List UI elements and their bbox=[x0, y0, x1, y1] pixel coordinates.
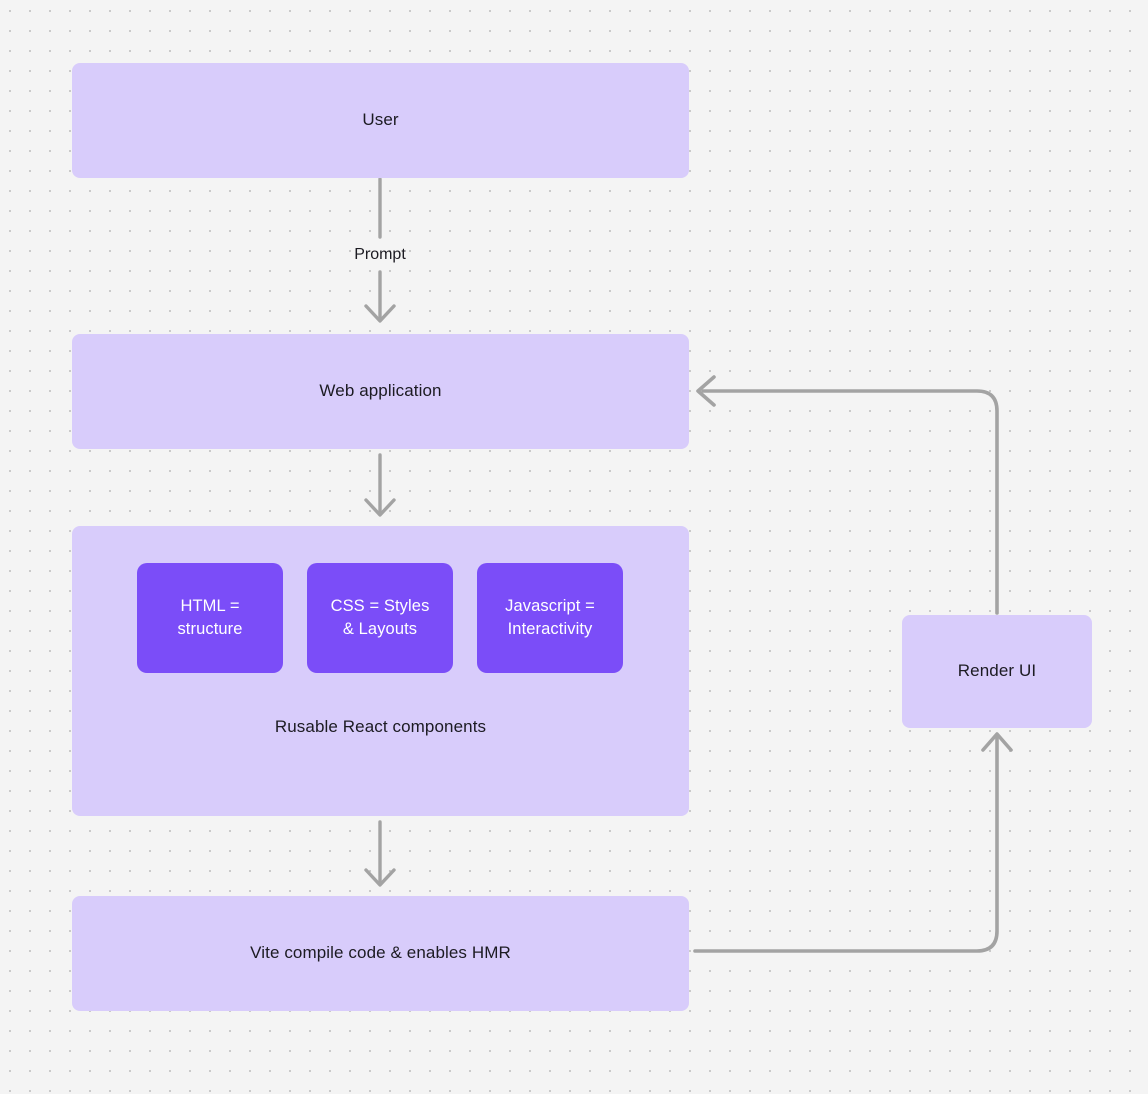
inner-box-html-line2: structure bbox=[177, 620, 243, 638]
inner-box-css[interactable]: CSS = Styles & Layouts bbox=[307, 563, 453, 673]
inner-box-html-line1: HTML = bbox=[180, 596, 240, 615]
inner-box-javascript-line1: Javascript = bbox=[505, 596, 595, 615]
edge-render-ui-to-webapp bbox=[696, 375, 999, 615]
inner-box-javascript-line2: Interactivity bbox=[507, 620, 593, 638]
react-components-caption: Rusable React components bbox=[274, 717, 487, 736]
node-vite[interactable]: Vite compile code & enables HMR bbox=[72, 896, 689, 1011]
edge-label-prompt: Prompt bbox=[354, 246, 406, 263]
node-user[interactable]: User bbox=[72, 63, 689, 178]
inner-box-row: HTML = structure CSS = Styles & Layouts … bbox=[137, 563, 624, 673]
edge-components-to-vite bbox=[364, 820, 396, 887]
inner-box-css-line2: & Layouts bbox=[342, 620, 418, 638]
node-render-ui-label: Render UI bbox=[957, 661, 1037, 681]
inner-box-css-line1: CSS = Styles bbox=[330, 596, 430, 615]
node-web-application[interactable]: Web application bbox=[72, 334, 689, 449]
node-react-components[interactable]: HTML = structure CSS = Styles & Layouts … bbox=[72, 526, 689, 816]
edge-vite-to-render-ui bbox=[693, 732, 1013, 953]
edge-webapp-to-components bbox=[364, 453, 396, 517]
node-render-ui[interactable]: Render UI bbox=[902, 615, 1092, 728]
node-user-label: User bbox=[362, 110, 399, 130]
node-web-application-label: Web application bbox=[319, 381, 442, 401]
inner-box-html[interactable]: HTML = structure bbox=[137, 563, 283, 673]
node-vite-label: Vite compile code & enables HMR bbox=[250, 943, 511, 963]
inner-box-javascript[interactable]: Javascript = Interactivity bbox=[477, 563, 623, 673]
